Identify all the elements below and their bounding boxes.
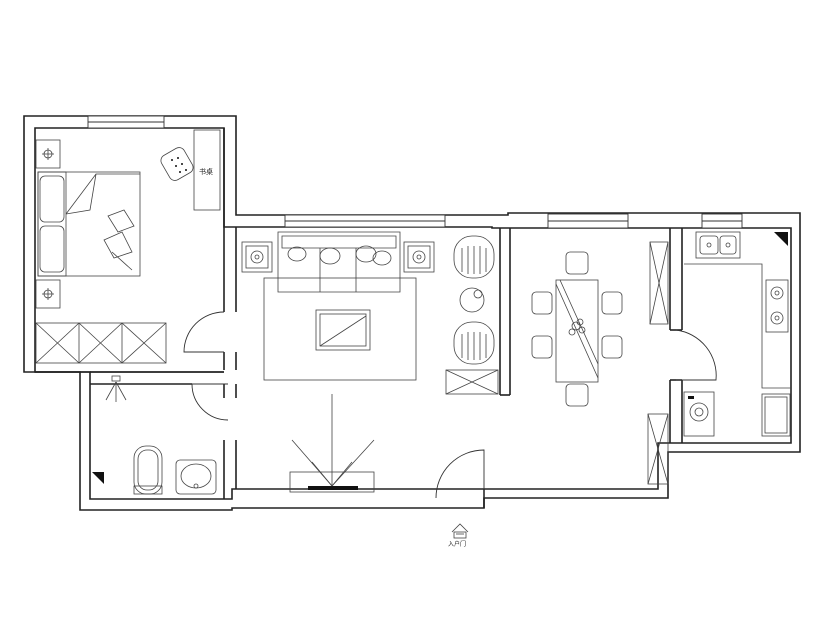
dining-chairs <box>531 251 623 407</box>
living-rug <box>263 277 417 381</box>
fridge <box>761 393 791 437</box>
hall-cabinet <box>647 413 669 485</box>
bed <box>37 171 141 277</box>
coffee-table <box>315 309 371 351</box>
nightstand-top <box>35 139 61 169</box>
living-cabinet <box>445 369 499 395</box>
interior-walls <box>35 128 683 508</box>
doors <box>183 311 717 499</box>
kitchen-sink <box>695 231 741 259</box>
shower-head <box>105 375 127 402</box>
desk: 书桌 <box>193 129 221 211</box>
end-table-left <box>241 241 273 273</box>
windows <box>87 115 743 229</box>
entrance-label: 入户门 <box>448 540 466 548</box>
sofa <box>277 231 401 293</box>
armchair-bottom <box>453 321 495 365</box>
nightstand-bottom <box>35 279 61 309</box>
kitchen-drain-corner <box>774 232 788 246</box>
toilet <box>133 445 163 495</box>
side-table-round <box>459 287 485 313</box>
dining-cabinet <box>649 241 669 325</box>
dining-table <box>555 279 599 383</box>
kitchen-counter <box>684 263 791 389</box>
desk-label: 书桌 <box>199 167 213 176</box>
desk-chair <box>160 147 194 181</box>
washing-machine <box>683 391 715 437</box>
tv-cabinet <box>289 394 375 493</box>
floor-drain-corner <box>92 472 104 484</box>
gas-stove <box>765 279 789 333</box>
wash-basin <box>175 459 217 495</box>
end-table-right <box>403 241 435 273</box>
armchair-top <box>453 235 495 279</box>
entrance-marker: 入户门 <box>448 523 469 548</box>
wardrobe <box>35 322 167 364</box>
